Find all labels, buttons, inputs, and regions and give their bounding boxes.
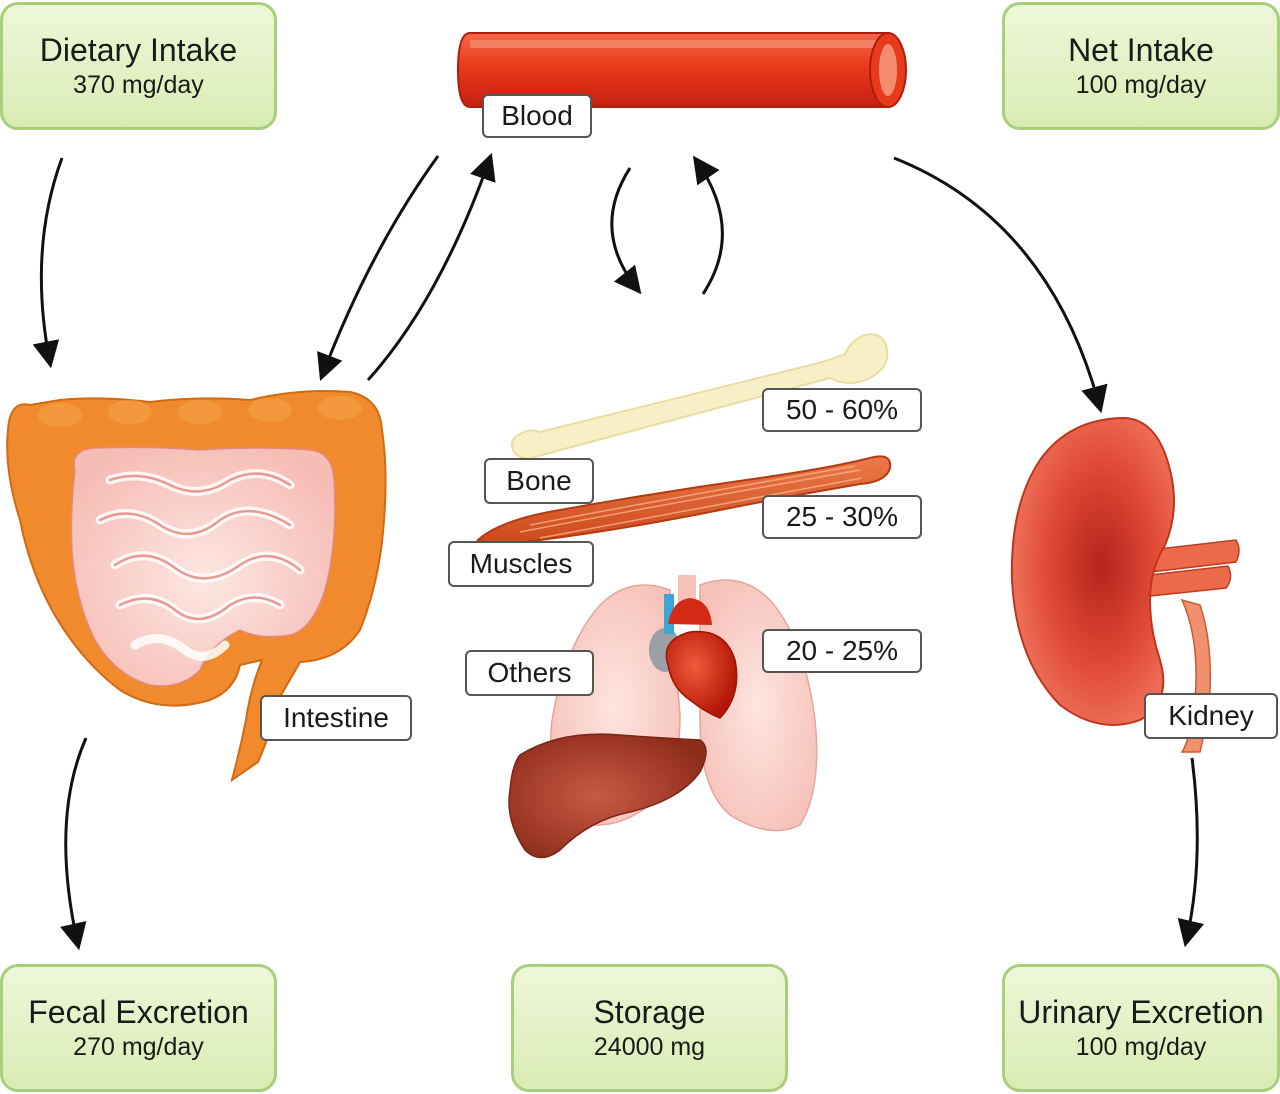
kidney-label: Kidney	[1144, 693, 1278, 739]
storage-title: Storage	[593, 994, 706, 1030]
urinary-excretion-value: 100 mg/day	[1075, 1033, 1207, 1061]
arrow-intestine-to-blood	[366, 152, 496, 382]
muscles-percentage: 25 - 30%	[762, 495, 922, 539]
blood-label: Blood	[482, 94, 592, 138]
urinary-excretion-title: Urinary Excretion	[1018, 994, 1264, 1030]
dietary-intake-title: Dietary Intake	[39, 32, 238, 68]
organs-icon	[508, 575, 818, 859]
dietary-intake-value: 370 mg/day	[73, 71, 204, 99]
net-intake-title: Net Intake	[1068, 32, 1214, 68]
others-percentage: 20 - 25%	[762, 629, 922, 673]
intestine-icon	[6, 390, 387, 783]
arrow-blood-to-storage	[610, 167, 642, 295]
fecal-excretion-box: Fecal Excretion 270 mg/day	[0, 964, 277, 1092]
arrow-kidney-to-urinary	[1177, 757, 1205, 948]
bone-percentage: 50 - 60%	[762, 388, 922, 432]
bone-icon	[511, 333, 889, 460]
arrow-blood-to-kidney	[893, 156, 1108, 414]
net-intake-box: Net Intake 100 mg/day	[1002, 2, 1280, 130]
storage-box: Storage 24000 mg	[511, 964, 788, 1092]
muscle-icon	[475, 455, 892, 544]
arrow-dietary-to-intestine	[32, 157, 64, 369]
fecal-excretion-title: Fecal Excretion	[28, 994, 249, 1030]
others-label: Others	[465, 650, 594, 696]
intestine-label: Intestine	[260, 695, 412, 741]
bone-label: Bone	[484, 458, 594, 504]
urinary-excretion-box: Urinary Excretion 100 mg/day	[1002, 964, 1280, 1092]
muscles-label: Muscles	[448, 541, 594, 587]
arrow-intestine-to-fecal	[60, 737, 88, 951]
arrow-storage-to-blood	[692, 155, 724, 295]
fecal-excretion-value: 270 mg/day	[73, 1033, 204, 1061]
blood-vessel-icon	[456, 32, 907, 108]
storage-value: 24000 mg	[593, 1033, 706, 1061]
dietary-intake-box: Dietary Intake 370 mg/day	[0, 2, 277, 130]
net-intake-value: 100 mg/day	[1075, 71, 1207, 99]
arrow-blood-to-intestine	[317, 155, 440, 382]
